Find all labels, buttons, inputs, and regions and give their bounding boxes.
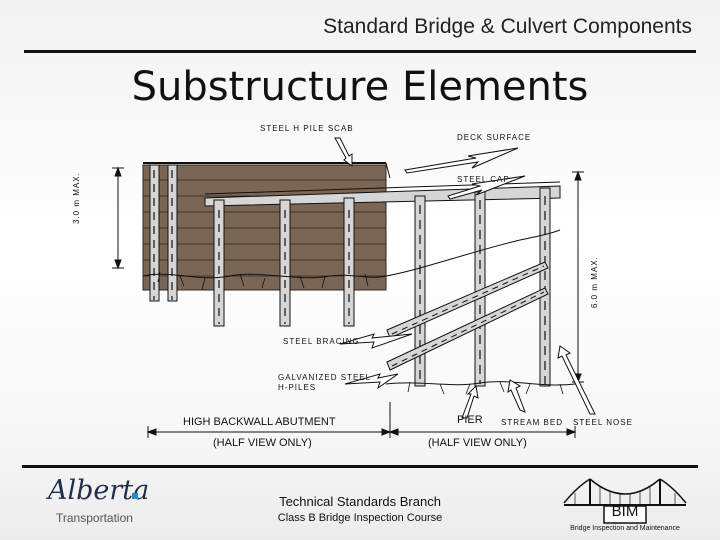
label-dimension-3m: 3.0 m MAX.: [72, 172, 81, 224]
alberta-wordmark: Alberta: [48, 475, 150, 506]
label-steel-nose: STEEL NOSE: [573, 418, 633, 427]
bridge-icon: [563, 478, 687, 524]
bottom-divider: [22, 465, 698, 468]
label-steel-h-pile-scab: STEEL H PILE SCAB: [260, 124, 354, 133]
top-divider: [24, 50, 696, 53]
steel-bracing: [386, 261, 549, 371]
label-stream-bed: STREAM BED: [501, 418, 564, 427]
footer-branch: Technical Standards Branch: [279, 494, 441, 509]
label-half-view-left: (HALF VIEW ONLY): [213, 437, 312, 449]
bim-caption: Bridge Inspection and Maintenance: [570, 525, 680, 532]
slide-title: Substructure Elements: [131, 64, 589, 110]
bim-logo: BIM Bridge Inspection and Maintenance: [560, 475, 690, 535]
header-title: Standard Bridge & Culvert Components: [323, 15, 692, 38]
pier-h-piles: [414, 187, 551, 387]
label-pier: PIER: [457, 414, 483, 426]
dimension-half-views: [146, 402, 577, 438]
label-steel-bracing: STEEL BRACING: [283, 337, 360, 346]
dimension-6m: [572, 170, 584, 384]
ground-line: [142, 229, 576, 386]
label-h-piles: H-PILES: [278, 383, 317, 392]
leader-arrows: [334, 137, 596, 419]
deck-surface-line: [143, 162, 391, 179]
label-steel-cap: STEEL CAP: [457, 175, 510, 184]
label-half-view-right: (HALF VIEW ONLY): [428, 437, 527, 449]
bim-text: BIM: [611, 503, 639, 520]
dimension-3m: [112, 166, 124, 270]
label-deck-surface: DECK SURFACE: [457, 133, 532, 142]
alberta-transportation-logo: Alberta Transportation: [40, 475, 150, 530]
footer-course: Class B Bridge Inspection Course: [277, 512, 443, 524]
label-galvanized-steel: GALVANIZED STEEL: [278, 373, 372, 382]
label-dimension-6m: 6.0 m MAX.: [590, 256, 599, 308]
logo-square-icon: [132, 493, 138, 499]
label-high-backwall-abutment: HIGH BACKWALL ABUTMENT: [183, 416, 336, 428]
logo-subtitle: Transportation: [56, 511, 133, 525]
